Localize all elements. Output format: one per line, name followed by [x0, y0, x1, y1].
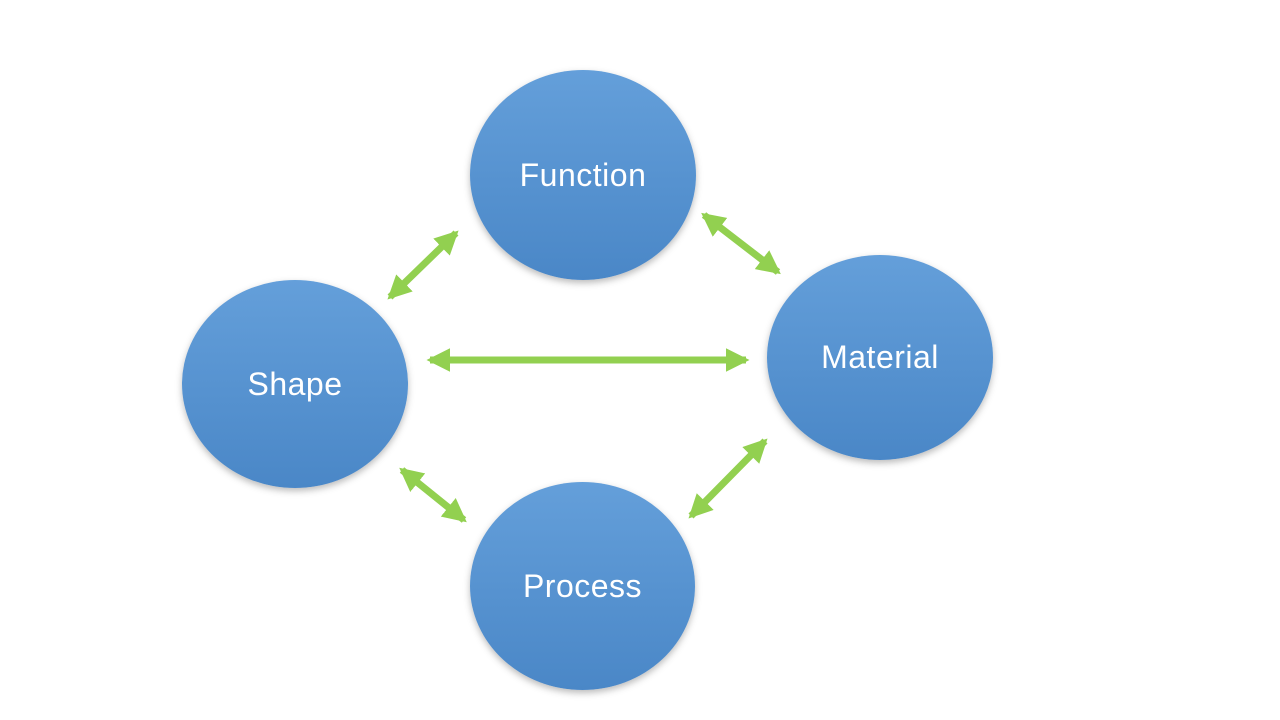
- node-shape: Shape: [182, 280, 408, 488]
- node-process: Process: [470, 482, 695, 690]
- arrow-function-material: [701, 212, 781, 275]
- node-function-label: Function: [519, 156, 647, 193]
- node-function: Function: [470, 70, 696, 280]
- node-material: Material: [767, 255, 993, 460]
- arrow-shape-function: [387, 230, 459, 300]
- arrow-shape-process: [399, 467, 467, 523]
- node-shape-label: Shape: [247, 365, 343, 402]
- node-material-label: Material: [821, 339, 939, 375]
- arrow-process-material: [688, 438, 768, 519]
- node-process-label: Process: [522, 567, 643, 604]
